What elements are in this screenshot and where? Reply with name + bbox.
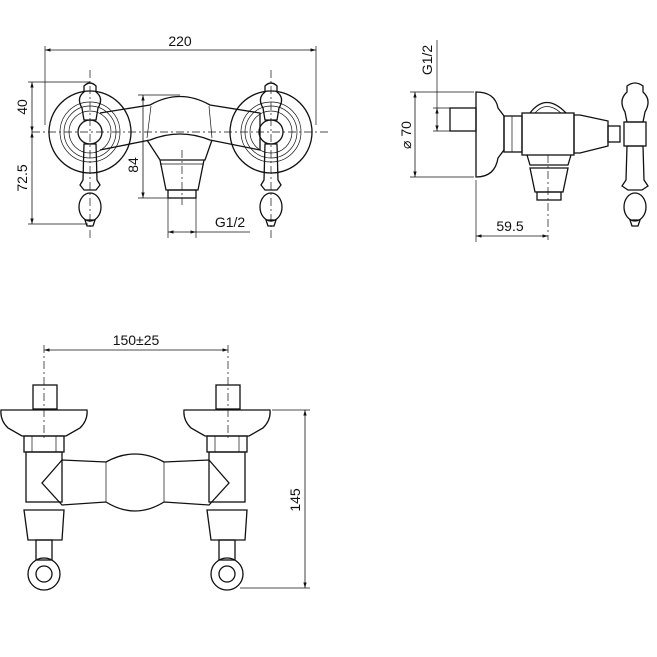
front-view: 220 40 72.5 84 G1/2 [14,33,330,240]
bottom-body [41,453,230,512]
side-handle [621,82,649,227]
side-view: G1/2 ⌀ 70 59.5 [398,40,649,242]
dim-150-25-label: 150±25 [113,332,160,348]
mixer-body [99,95,261,161]
right-connector [183,384,271,591]
left-connector [0,384,88,591]
dim-145-label: 145 [287,488,303,512]
dim-g12-outlet-label: G1/2 [215,214,246,230]
dim-220-label: 220 [168,33,192,49]
side-inlet-stub [449,107,477,132]
dim-g12-inlet-label: G1/2 [419,45,435,76]
dim-40-label: 40 [14,99,30,115]
side-rosette [475,91,505,178]
dim-diameter-70-label: ⌀ 70 [398,121,414,149]
bottom-view: 150±25 145 [0,332,310,591]
dim-84-label: 84 [125,157,141,173]
dim-72-5-label: 72.5 [14,164,30,191]
dim-59-5-label: 59.5 [496,218,523,234]
